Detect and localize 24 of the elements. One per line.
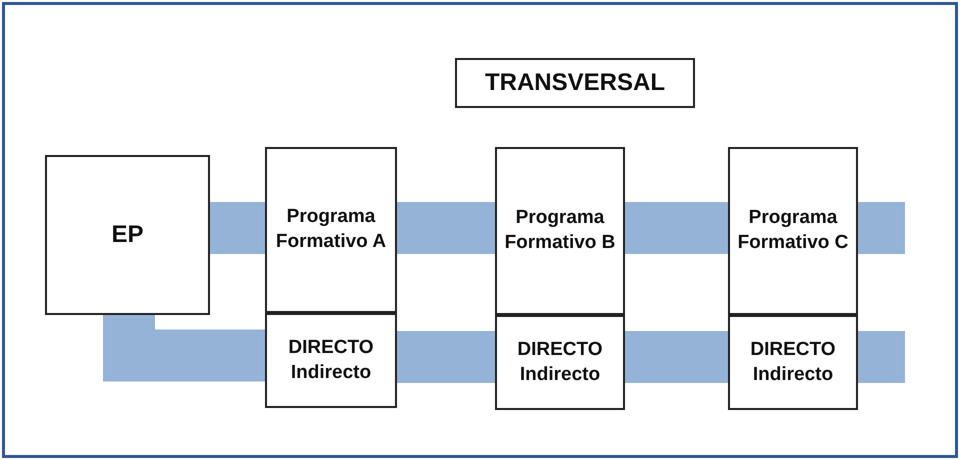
- program-box: [728, 147, 858, 315]
- program-box: [728, 315, 858, 410]
- connector-band: [858, 202, 905, 254]
- entity-box: [45, 155, 210, 315]
- connector-band: [625, 331, 728, 383]
- connector-band: [397, 202, 495, 254]
- connector-band: [397, 331, 495, 383]
- node-label: Programa Formativo A: [274, 205, 388, 254]
- node-label: Programa Formativo B: [504, 206, 616, 255]
- title-box: [455, 58, 695, 108]
- connector-band: [858, 331, 905, 383]
- program-box: [495, 147, 625, 315]
- node-label: DIRECTO Indirecto: [749, 338, 837, 386]
- node-label: DIRECTO Indirecto: [516, 338, 604, 386]
- connector-band: [103, 315, 265, 382]
- node-label: Programa Formativo C: [736, 206, 850, 255]
- program-box: [265, 147, 397, 313]
- connector-band: [625, 202, 728, 254]
- node-label: EP: [111, 220, 144, 250]
- node-label: DIRECTO Indirecto: [287, 336, 375, 384]
- program-box: [265, 313, 397, 408]
- node-label: TRANSVERSAL: [484, 68, 665, 98]
- connector-band: [210, 202, 265, 254]
- program-box: [495, 315, 625, 410]
